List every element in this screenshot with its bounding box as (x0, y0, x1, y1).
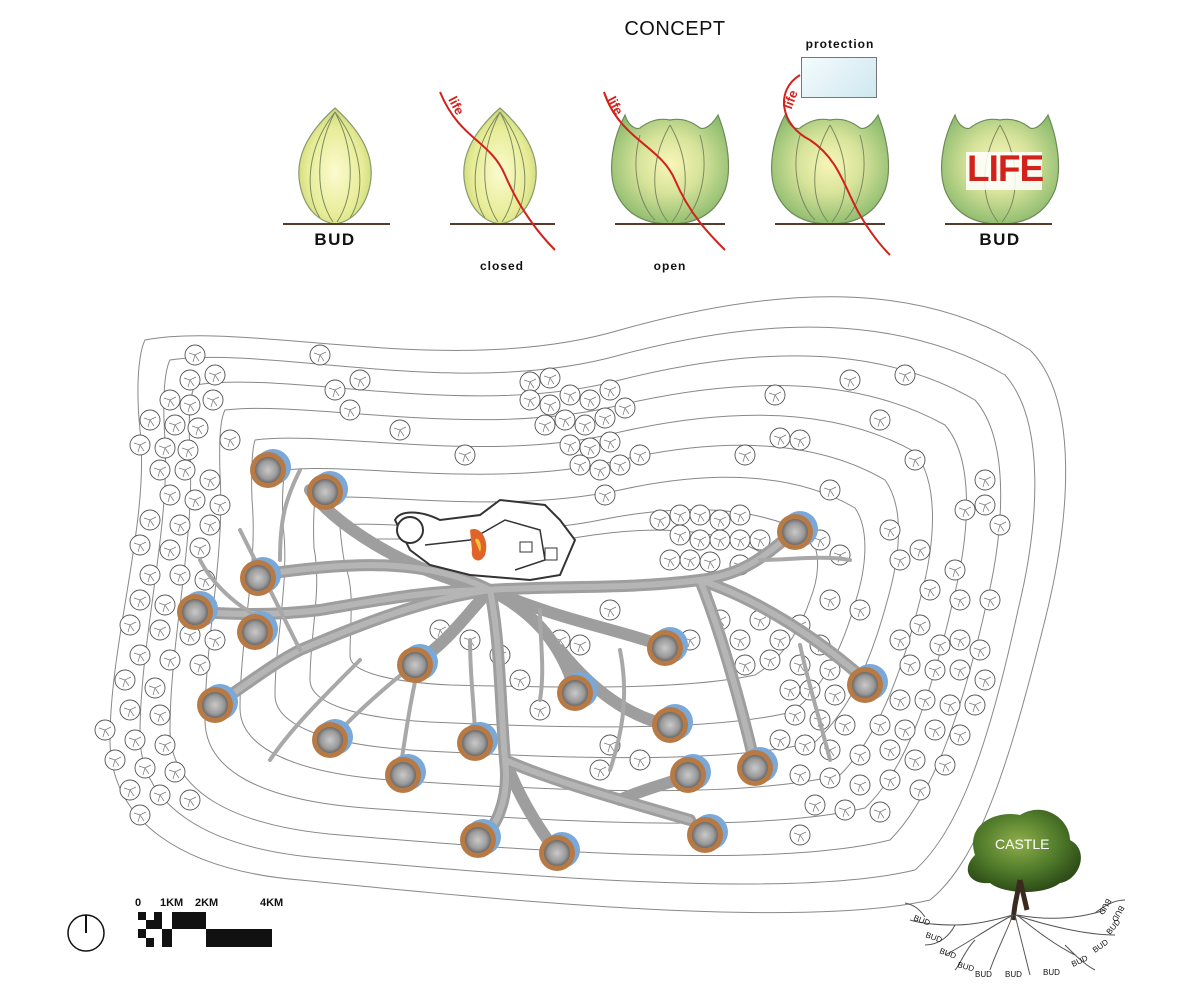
castle-plan (393, 498, 577, 582)
scale-bar (138, 912, 272, 947)
page-title: CONCEPT (624, 18, 726, 40)
bud-closed-1 (283, 107, 390, 225)
bud-open-2 (770, 74, 891, 256)
svg-text:BUD: BUD (1097, 897, 1113, 916)
open-label: open (653, 259, 687, 273)
scale-label-1km: 1KM (160, 897, 184, 909)
site-plan (94, 296, 1067, 914)
tree-clusters (94, 344, 1011, 846)
castle-tree: BUD BUD BUD BUD BUD BUD BUD BUD BUD BUD … (904, 809, 1126, 979)
protection-box (801, 57, 877, 98)
svg-text:BUD: BUD (1043, 968, 1060, 977)
svg-text:BUD: BUD (938, 946, 957, 960)
concept-sequence (283, 74, 1060, 256)
protection-label: protection (805, 37, 875, 51)
life-sign: LIFE (967, 148, 1044, 189)
bud-label-right: BUD (979, 230, 1021, 249)
scale-label-2km: 2KM (195, 897, 219, 909)
svg-text:BUD: BUD (975, 970, 992, 979)
svg-text:BUD: BUD (912, 913, 931, 927)
bud-label-left: BUD (314, 230, 356, 249)
scale-label-4km: 4KM (260, 897, 284, 909)
castle-label: CASTLE (995, 836, 1050, 852)
svg-text:BUD: BUD (1091, 937, 1110, 954)
bud-life (940, 113, 1060, 225)
bud-open-1 (603, 91, 730, 251)
bud-closed-2 (439, 91, 556, 251)
closed-label: closed (479, 259, 524, 273)
scale-label-0: 0 (135, 897, 142, 909)
svg-text:BUD: BUD (924, 930, 943, 944)
svg-text:BUD: BUD (1070, 953, 1089, 968)
north-arrow-icon (67, 914, 105, 952)
svg-text:BUD: BUD (1005, 970, 1022, 979)
svg-text:BUD: BUD (956, 960, 975, 973)
